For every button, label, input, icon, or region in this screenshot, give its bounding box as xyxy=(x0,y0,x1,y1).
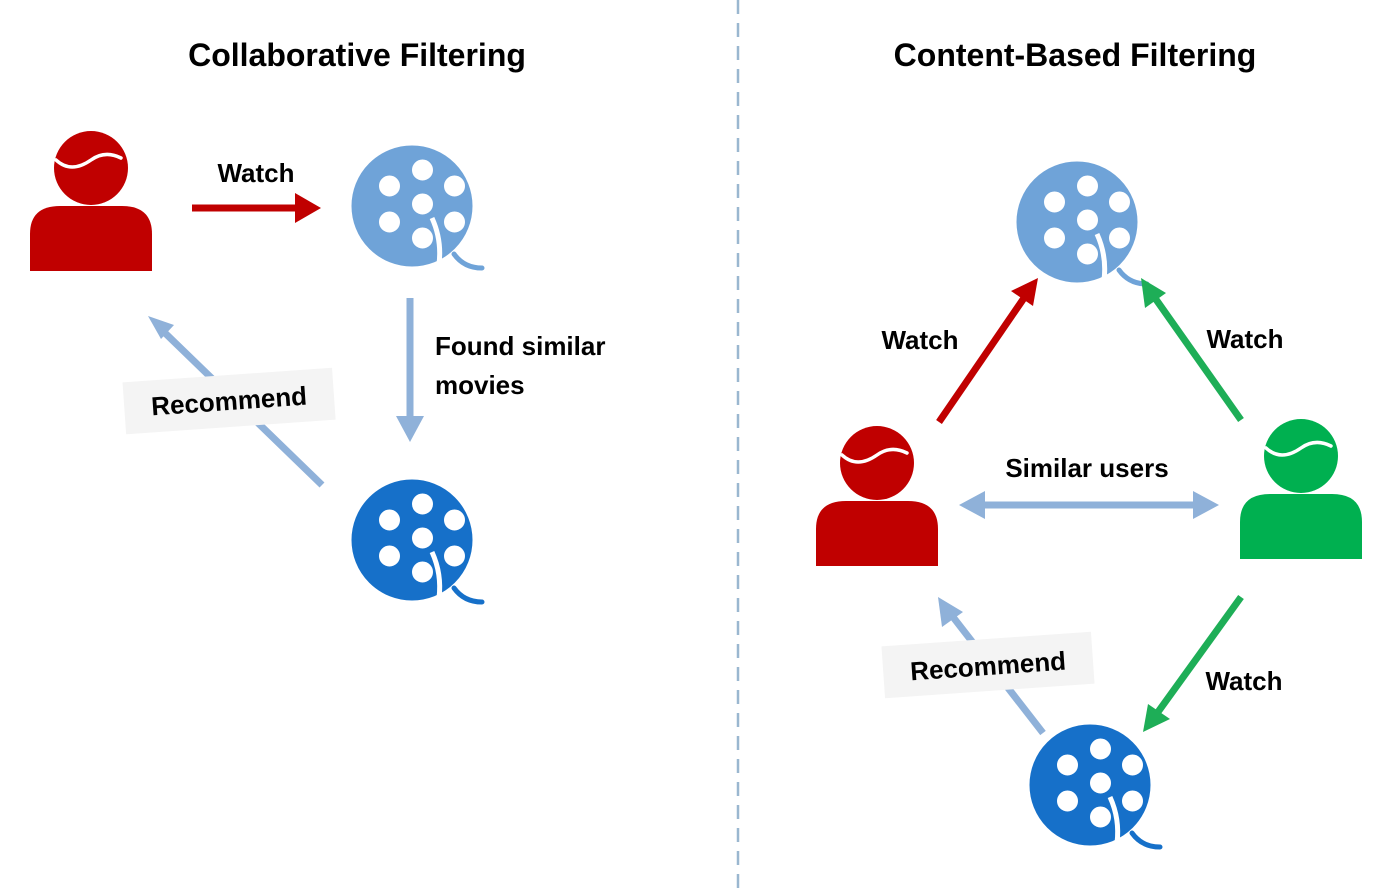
watch-label: Watch xyxy=(217,158,294,188)
recommend-label-box: Recommend xyxy=(881,631,1095,699)
similar-users-arrow xyxy=(959,491,1219,519)
watch-arrow xyxy=(936,278,1038,424)
watch-arrow xyxy=(1141,278,1244,423)
film-reel-icon xyxy=(352,480,482,602)
found-similar-arrow xyxy=(396,298,424,442)
film-reel-icon xyxy=(1017,162,1147,284)
found-similar-label: Found similar xyxy=(435,331,605,361)
right-panel-title: Content-Based Filtering xyxy=(894,37,1257,73)
left-panel-title: Collaborative Filtering xyxy=(188,37,526,73)
watch-label-left: Watch xyxy=(881,325,958,355)
watch-label-bottom: Watch xyxy=(1205,666,1282,696)
watch-arrow xyxy=(192,193,321,223)
film-reel-icon xyxy=(352,146,482,268)
similar-users-label: Similar users xyxy=(1005,453,1168,483)
person-icon xyxy=(814,424,940,568)
recommend-label-box: Recommend xyxy=(122,367,336,435)
person-icon xyxy=(28,129,154,273)
film-reel-icon xyxy=(1030,725,1160,847)
person-icon xyxy=(1238,417,1364,561)
watch-arrow xyxy=(1143,594,1244,732)
watch-label-right: Watch xyxy=(1206,324,1283,354)
found-similar-label-line2: movies xyxy=(435,370,525,400)
